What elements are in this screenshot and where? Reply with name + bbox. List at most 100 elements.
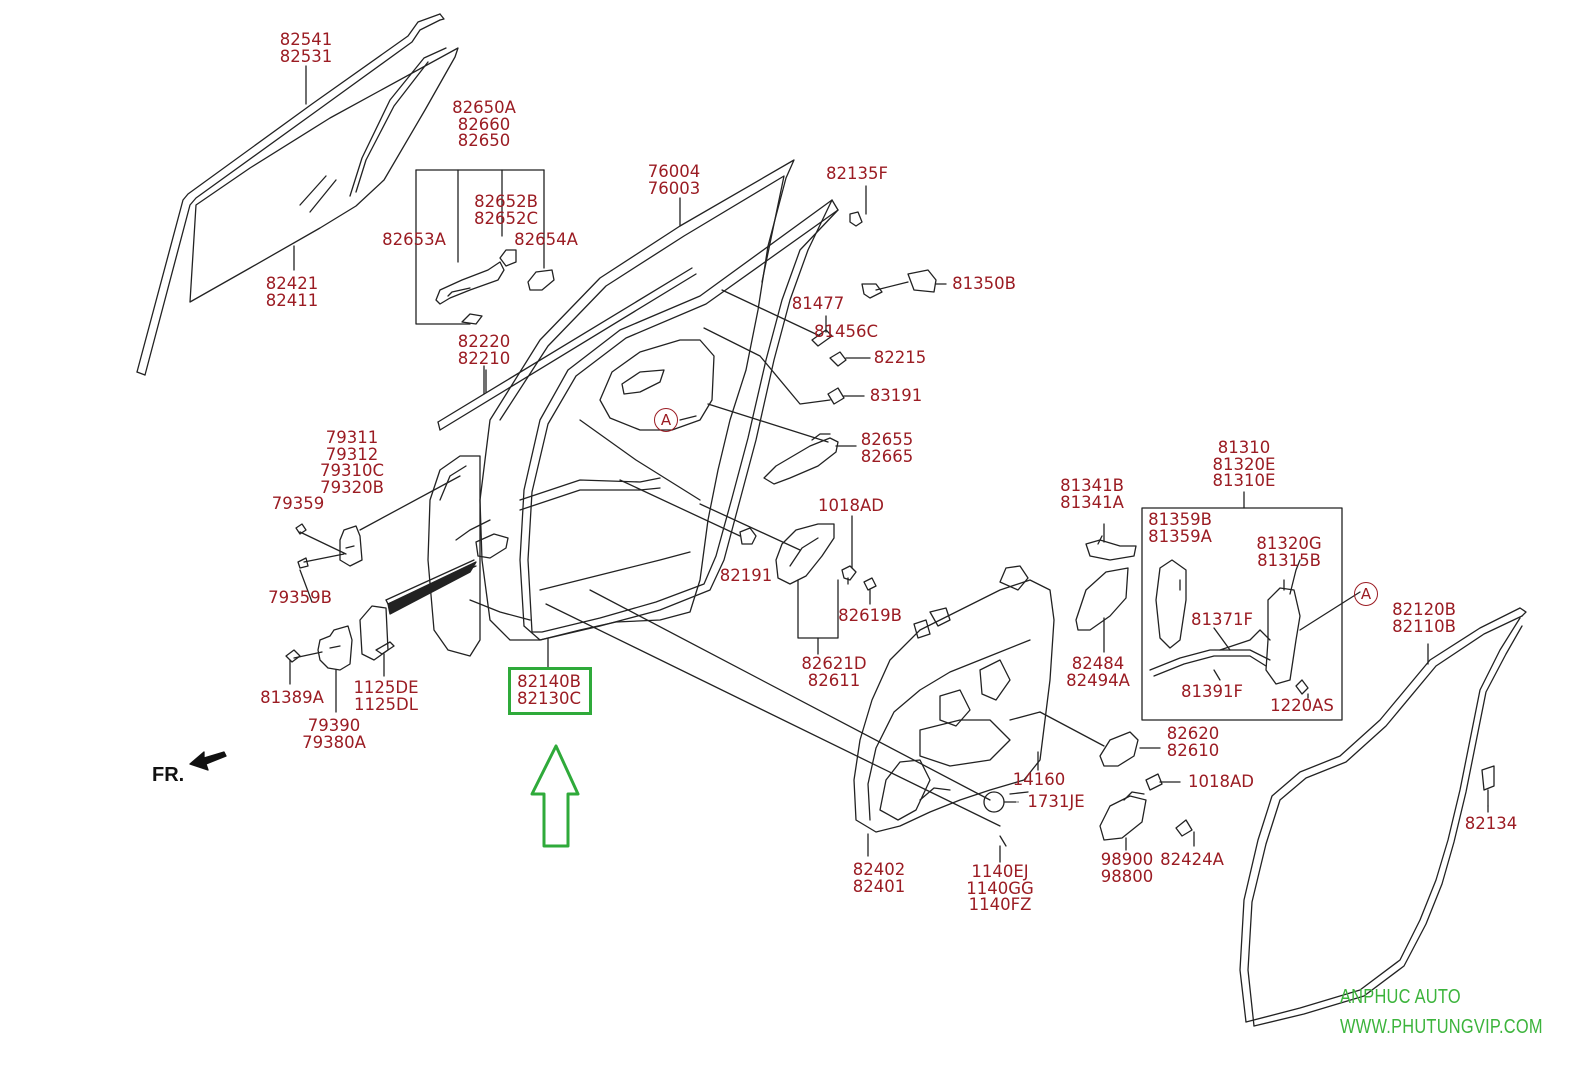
part-number: 81477 bbox=[791, 294, 845, 313]
part-number: 82652B bbox=[474, 192, 538, 211]
part-number: 79390 bbox=[307, 716, 361, 735]
part-number: 79311 bbox=[325, 428, 379, 447]
part-number: 79310C bbox=[319, 461, 385, 480]
part-number: 82660 bbox=[457, 114, 511, 134]
outside-handle-assembly bbox=[415, 169, 555, 325]
leader-lines bbox=[545, 479, 1029, 847]
part-number: 81320E bbox=[1212, 454, 1276, 474]
grommet bbox=[983, 791, 1005, 813]
part-number: 81310E bbox=[1212, 471, 1276, 490]
part-label-81371f: 81371F bbox=[1191, 610, 1253, 629]
part-number: 81359B bbox=[1148, 510, 1212, 529]
clip-82134 bbox=[1481, 765, 1495, 791]
part-number: 82421 bbox=[265, 274, 319, 293]
door-trim-panel bbox=[853, 565, 1055, 833]
door-opening-weatherstrip bbox=[519, 199, 839, 641]
part-label-79359b: 79359B bbox=[268, 588, 332, 607]
part-number: 82494A bbox=[1066, 670, 1130, 690]
glass-run-channel bbox=[136, 13, 445, 376]
part-number: 82120B bbox=[1392, 600, 1456, 619]
part-number: 81359A bbox=[1148, 526, 1212, 546]
highlight-arrow bbox=[530, 744, 580, 848]
part-label-82215: 82215 bbox=[873, 348, 927, 367]
latch-cover bbox=[1075, 567, 1129, 631]
part-number: 1140EJ bbox=[971, 862, 1029, 881]
part-number: 82650A bbox=[452, 98, 516, 117]
part-number: 82135F bbox=[826, 164, 888, 183]
part-number: 1731JE bbox=[1027, 792, 1085, 811]
part-number: 79380A bbox=[302, 732, 366, 752]
front-indicator: FR. bbox=[152, 764, 185, 786]
part-number: 82401 bbox=[852, 876, 906, 896]
part-label-82424a: 82424A bbox=[1160, 850, 1224, 869]
part-number: 14160 bbox=[1012, 770, 1066, 789]
part-number: 82130C bbox=[516, 688, 582, 708]
part-number: 82655 bbox=[860, 430, 914, 449]
part-number: 1220AS bbox=[1270, 696, 1334, 715]
part-label-83191: 83191 bbox=[869, 386, 923, 405]
part-number: 82610 bbox=[1166, 740, 1220, 760]
part-number: 76003 bbox=[647, 178, 701, 198]
part-number: 82611 bbox=[807, 670, 861, 690]
part-number: 82620 bbox=[1166, 724, 1220, 743]
part-number: 81320G bbox=[1256, 534, 1322, 553]
part-number: 82621D bbox=[801, 654, 867, 673]
part-number: 81341A bbox=[1060, 492, 1124, 512]
part-number: 1018AD bbox=[818, 496, 884, 515]
part-label-81391f: 81391F bbox=[1181, 683, 1243, 701]
part-number: 82210 bbox=[457, 348, 511, 368]
part-number: 82653A bbox=[382, 230, 446, 249]
part-number: 82110B bbox=[1392, 616, 1456, 636]
door-check-strap bbox=[387, 533, 509, 615]
part-number: 82531 bbox=[279, 46, 333, 66]
part-number: 81315B bbox=[1257, 550, 1321, 570]
outer-belt-weatherstrip bbox=[437, 267, 697, 431]
top-right-fasteners bbox=[703, 211, 937, 405]
part-number: 82484 bbox=[1071, 654, 1125, 673]
front-arrow-icon bbox=[189, 751, 227, 771]
part-number: 83191 bbox=[869, 386, 923, 405]
door-frame bbox=[427, 159, 795, 657]
door-hinge-upper bbox=[295, 475, 461, 569]
part-number: 81371F bbox=[1191, 610, 1253, 629]
part-number: 82424A bbox=[1160, 850, 1224, 869]
part-number: 82665 bbox=[860, 446, 914, 466]
part-number: 1125DL bbox=[354, 694, 418, 714]
part-number: 79312 bbox=[325, 444, 379, 464]
part-label-1018ad-top: 1018AD bbox=[818, 496, 884, 515]
part-label-1018ad-bot: 1018AD bbox=[1188, 773, 1254, 791]
part-number: 79359 bbox=[271, 494, 325, 513]
part-label-81389a: 81389A bbox=[260, 689, 324, 707]
inside-handle-lower bbox=[1039, 711, 1163, 791]
part-number: 98900 bbox=[1100, 850, 1154, 869]
part-label-82135f: 82135F bbox=[826, 164, 888, 183]
part-number: 79359B bbox=[268, 588, 332, 607]
part-number: 82402 bbox=[852, 860, 906, 879]
part-number: 82215 bbox=[873, 348, 927, 367]
part-label-1220as: 1220AS bbox=[1270, 696, 1334, 715]
part-number: 81350B bbox=[952, 274, 1016, 293]
outside-handle-frame bbox=[707, 403, 839, 485]
door-glass bbox=[189, 47, 459, 303]
label-ticks bbox=[289, 65, 1489, 863]
part-number: 82134 bbox=[1464, 814, 1518, 833]
part-number: 81310 bbox=[1217, 438, 1271, 457]
part-number: 82650 bbox=[457, 131, 511, 150]
callout-a-frame: A bbox=[654, 408, 678, 432]
part-label-81350b: 81350B bbox=[952, 274, 1016, 293]
part-number: 1140GG bbox=[966, 878, 1034, 898]
